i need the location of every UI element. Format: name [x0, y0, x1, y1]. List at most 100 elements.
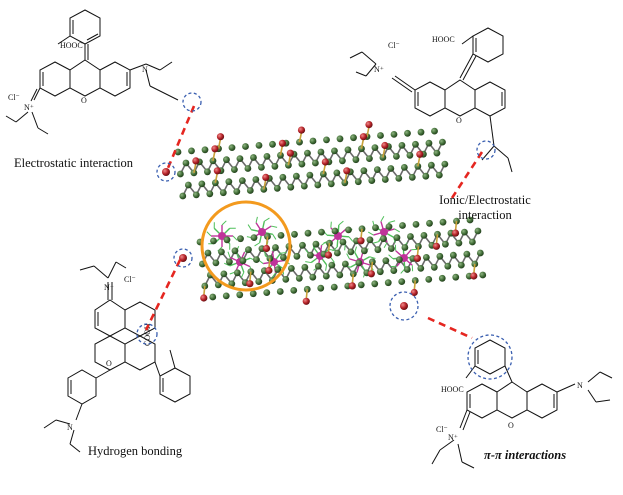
- atom-label-oxygen-3: O: [106, 359, 112, 368]
- upper-sheet-carbon-atom: [244, 165, 252, 172]
- lower-sheet-carbon-atom: [237, 235, 244, 243]
- oxygen-atom: [381, 141, 389, 150]
- lower-sheet-carbon-atom: [287, 265, 295, 272]
- upper-sheet-carbon-atom: [427, 161, 435, 169]
- atom-label-nitrogen-4: N: [577, 381, 583, 390]
- lower-sheet-carbon-atom: [474, 227, 482, 235]
- lower-sheet-carbon-atom: [393, 234, 401, 242]
- atom-label-oxygen-1: O: [81, 96, 87, 105]
- lower-sheet-carbon-atom: [376, 268, 384, 276]
- lower-sheet-carbon-atom: [282, 276, 290, 283]
- lower-sheet-carbon-atom: [347, 248, 355, 256]
- lower-sheet-carbon-atom: [301, 263, 309, 271]
- lower-sheet-carbon-atom: [277, 232, 285, 239]
- upper-sheet-carbon-atom: [336, 135, 344, 143]
- lower-sheet-carbon-atom: [476, 249, 484, 257]
- marker-benzene-pi: [467, 334, 513, 380]
- upper-sheet-carbon-atom: [377, 132, 384, 139]
- oxygen-atom: [321, 158, 329, 166]
- lower-sheet-carbon-atom: [403, 266, 411, 273]
- upper-sheet-carbon-atom: [179, 192, 187, 200]
- upper-sheet-carbon-atom: [209, 157, 217, 165]
- lower-sheet-carbon-atom: [341, 260, 349, 268]
- rhodamine-molecule-bottom-left: [43, 261, 191, 453]
- oxygen-atom: [200, 294, 208, 302]
- label-ionic-line2: interaction: [458, 208, 512, 222]
- lower-sheet-carbon-atom: [420, 232, 428, 239]
- upper-sheet-carbon-atom: [331, 147, 338, 155]
- oxygen-atom: [416, 150, 424, 158]
- atom-label-chloride-1: Cl⁻: [8, 93, 20, 102]
- lower-sheet-carbon-atom: [422, 254, 430, 261]
- upper-sheet-carbon-atom: [395, 175, 403, 182]
- interaction-connectors: [144, 105, 484, 340]
- oxygen-atom: [246, 280, 254, 288]
- lower-sheet-carbon-atom: [466, 216, 474, 224]
- lower-sheet-carbon-atom: [276, 288, 284, 295]
- upper-sheet-carbon-atom: [425, 139, 433, 147]
- upper-sheet-carbon-atom: [390, 131, 398, 138]
- oxygen-atom: [211, 145, 219, 153]
- upper-sheet-carbon-atom: [354, 178, 362, 186]
- oxygen-atom: [216, 133, 225, 141]
- upper-sheet-carbon-atom: [435, 171, 443, 179]
- lower-sheet-carbon-atom: [218, 248, 225, 256]
- upper-sheet-carbon-atom: [250, 154, 257, 161]
- lower-sheet-carbon-atom: [309, 273, 317, 281]
- upper-sheet-carbon-atom: [174, 148, 182, 156]
- lower-sheet-carbon-atom: [438, 274, 446, 282]
- site-oxygen-atom: [400, 302, 408, 310]
- lower-sheet-carbon-atom: [239, 257, 247, 265]
- upper-sheet-carbon-atom: [228, 144, 236, 152]
- atom-label-nitrogen-1: N: [142, 65, 148, 74]
- upper-sheet-carbon-atom: [358, 145, 365, 153]
- oxygen-atom: [359, 133, 368, 141]
- connector-ionic: [450, 151, 484, 199]
- lower-sheet-carbon-atom: [461, 228, 468, 236]
- lower-sheet-carbon-atom: [371, 280, 379, 288]
- atom-label-cooh-vertical: COOH: [143, 323, 152, 346]
- lower-sheet-carbon-atom: [407, 233, 414, 240]
- upper-sheet-carbon-atom: [225, 178, 233, 186]
- atom-label-hooc-2: HOOC: [432, 35, 455, 44]
- lower-sheet-carbon-atom: [317, 284, 325, 292]
- lower-sheet-carbon-atom: [380, 235, 387, 243]
- label-ionic-line1: Ionic/Electrostatic: [439, 193, 531, 207]
- upper-sheet-carbon-atom: [433, 149, 441, 157]
- lower-sheet-carbon-atom: [355, 259, 363, 267]
- upper-sheet-carbon-atom: [201, 146, 209, 154]
- lower-sheet-carbon-atom: [436, 252, 444, 260]
- upper-sheet-carbon-atom: [285, 161, 292, 169]
- atom-label-chloride-2: Cl⁻: [388, 41, 400, 50]
- oxygen-atom: [413, 254, 421, 262]
- upper-sheet-carbon-atom: [269, 140, 276, 148]
- marker-lattice-pi: [389, 291, 419, 321]
- upper-sheet-carbon-atom: [404, 129, 411, 137]
- lower-sheet-carbon-atom: [272, 244, 279, 251]
- lower-sheet-carbon-atom: [345, 226, 352, 234]
- upper-sheet-carbon-atom: [298, 160, 306, 168]
- lower-sheet-carbon-atom: [314, 262, 322, 270]
- upper-sheet-carbon-atom: [182, 159, 190, 167]
- lower-sheet-carbon-atom: [442, 240, 449, 248]
- oxygen-atom: [367, 270, 375, 278]
- lower-sheet-carbon-atom: [336, 271, 344, 279]
- atom-label-oxygen-4: O: [508, 421, 514, 430]
- upper-sheet-carbon-atom: [306, 171, 314, 179]
- atom-label-hooc-1: HOOC: [60, 41, 83, 50]
- upper-sheet-carbon-atom: [412, 140, 419, 148]
- lower-sheet-carbon-atom: [210, 237, 217, 245]
- lower-sheet-carbon-atom: [249, 290, 257, 298]
- upper-sheet-carbon-atom: [317, 148, 325, 156]
- lower-sheet-carbon-atom: [209, 293, 217, 301]
- upper-sheet-carbon-atom: [219, 189, 227, 197]
- upper-sheet-carbon-atom: [277, 151, 284, 159]
- label-ionic: Ionic/Electrostatic interaction: [430, 193, 540, 223]
- atom-label-oxygen-2: O: [456, 116, 462, 125]
- lower-sheet-carbon-atom: [293, 252, 301, 260]
- lower-sheet-carbon-atom: [384, 279, 392, 287]
- lower-sheet-carbon-atom: [318, 228, 325, 236]
- upper-sheet-carbon-atom: [366, 155, 373, 163]
- oxygen-atom: [365, 121, 373, 129]
